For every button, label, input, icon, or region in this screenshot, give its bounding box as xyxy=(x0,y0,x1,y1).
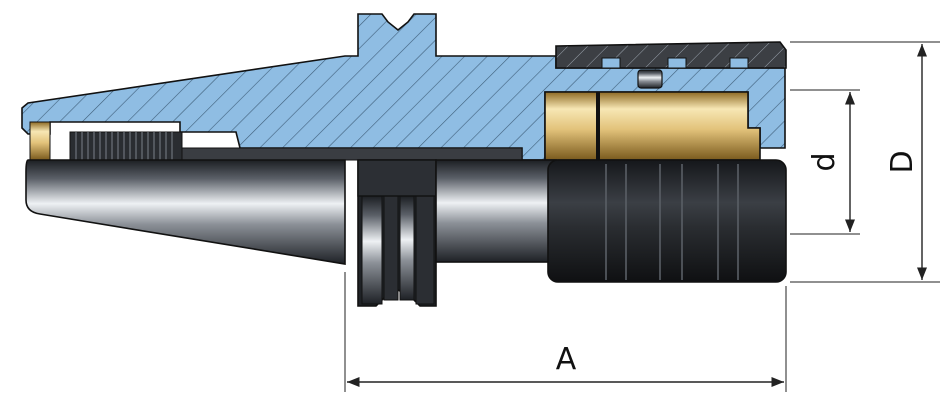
dimension-a: A xyxy=(344,272,787,392)
nut-ribs xyxy=(605,164,739,280)
taper-shank xyxy=(25,159,346,265)
flange-top xyxy=(357,159,437,197)
bore-left-brass xyxy=(29,121,51,161)
nut-groove xyxy=(667,57,687,69)
nut-groove xyxy=(601,57,621,69)
set-screw xyxy=(637,69,663,89)
dimension-label-d: d xyxy=(807,152,842,171)
dimension-big-d: D xyxy=(790,41,940,283)
neck xyxy=(435,159,557,263)
dimension-label-big-d: D xyxy=(885,150,920,173)
thread-lines xyxy=(75,132,173,160)
dimension-d: d xyxy=(790,89,860,235)
flange-face xyxy=(415,195,435,305)
dimension-label-a: A xyxy=(556,342,577,377)
inner-thread xyxy=(69,131,183,161)
flange-face xyxy=(399,195,415,301)
bore-inner xyxy=(181,147,523,161)
flange-face xyxy=(361,195,383,305)
clamping-nut xyxy=(547,159,787,283)
collet-insert xyxy=(544,91,761,161)
nut-groove xyxy=(729,57,749,69)
flange-face xyxy=(383,195,399,301)
